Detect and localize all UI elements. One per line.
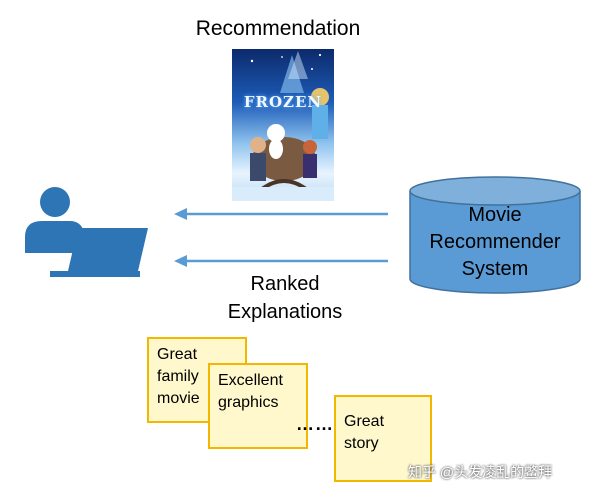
movie-poster: FROZEN <box>232 49 334 201</box>
poster-art <box>232 51 334 201</box>
system-label: Movie Recommender System <box>412 202 578 283</box>
note-1-line3: movie <box>157 390 200 407</box>
watermark: 知乎 @头发凌乱的鳖拜 <box>408 464 553 480</box>
note-2-line2: graphics <box>218 394 279 411</box>
explanation-note-2: Excellent graphics <box>208 363 308 449</box>
arrow-bottom <box>174 255 388 267</box>
ranked-explanations-label: Ranked Explanations <box>210 270 360 326</box>
explanation-note-3: Great story <box>334 395 432 482</box>
note-2-line1: Excellent <box>218 372 283 389</box>
ranked-line1: Ranked <box>250 273 320 295</box>
user-laptop-icon <box>22 185 150 281</box>
poster-title: FROZEN <box>243 93 323 111</box>
ellipsis: …… <box>296 414 334 434</box>
note-3-line2: story <box>344 435 379 452</box>
arrow-top <box>174 208 388 220</box>
diagram-title: Recommendation <box>195 17 361 40</box>
system-label-line1: Movie <box>468 204 522 226</box>
system-label-line3: System <box>461 258 529 280</box>
note-3-line1: Great <box>344 413 385 430</box>
ranked-line2: Explanations <box>227 301 343 323</box>
recommender-system-cylinder <box>409 176 581 294</box>
note-1-line1: Great <box>157 346 198 363</box>
note-1-line2: family <box>157 368 199 385</box>
system-label-line2: Recommender <box>429 231 561 253</box>
user-laptop-graphic <box>25 187 148 277</box>
